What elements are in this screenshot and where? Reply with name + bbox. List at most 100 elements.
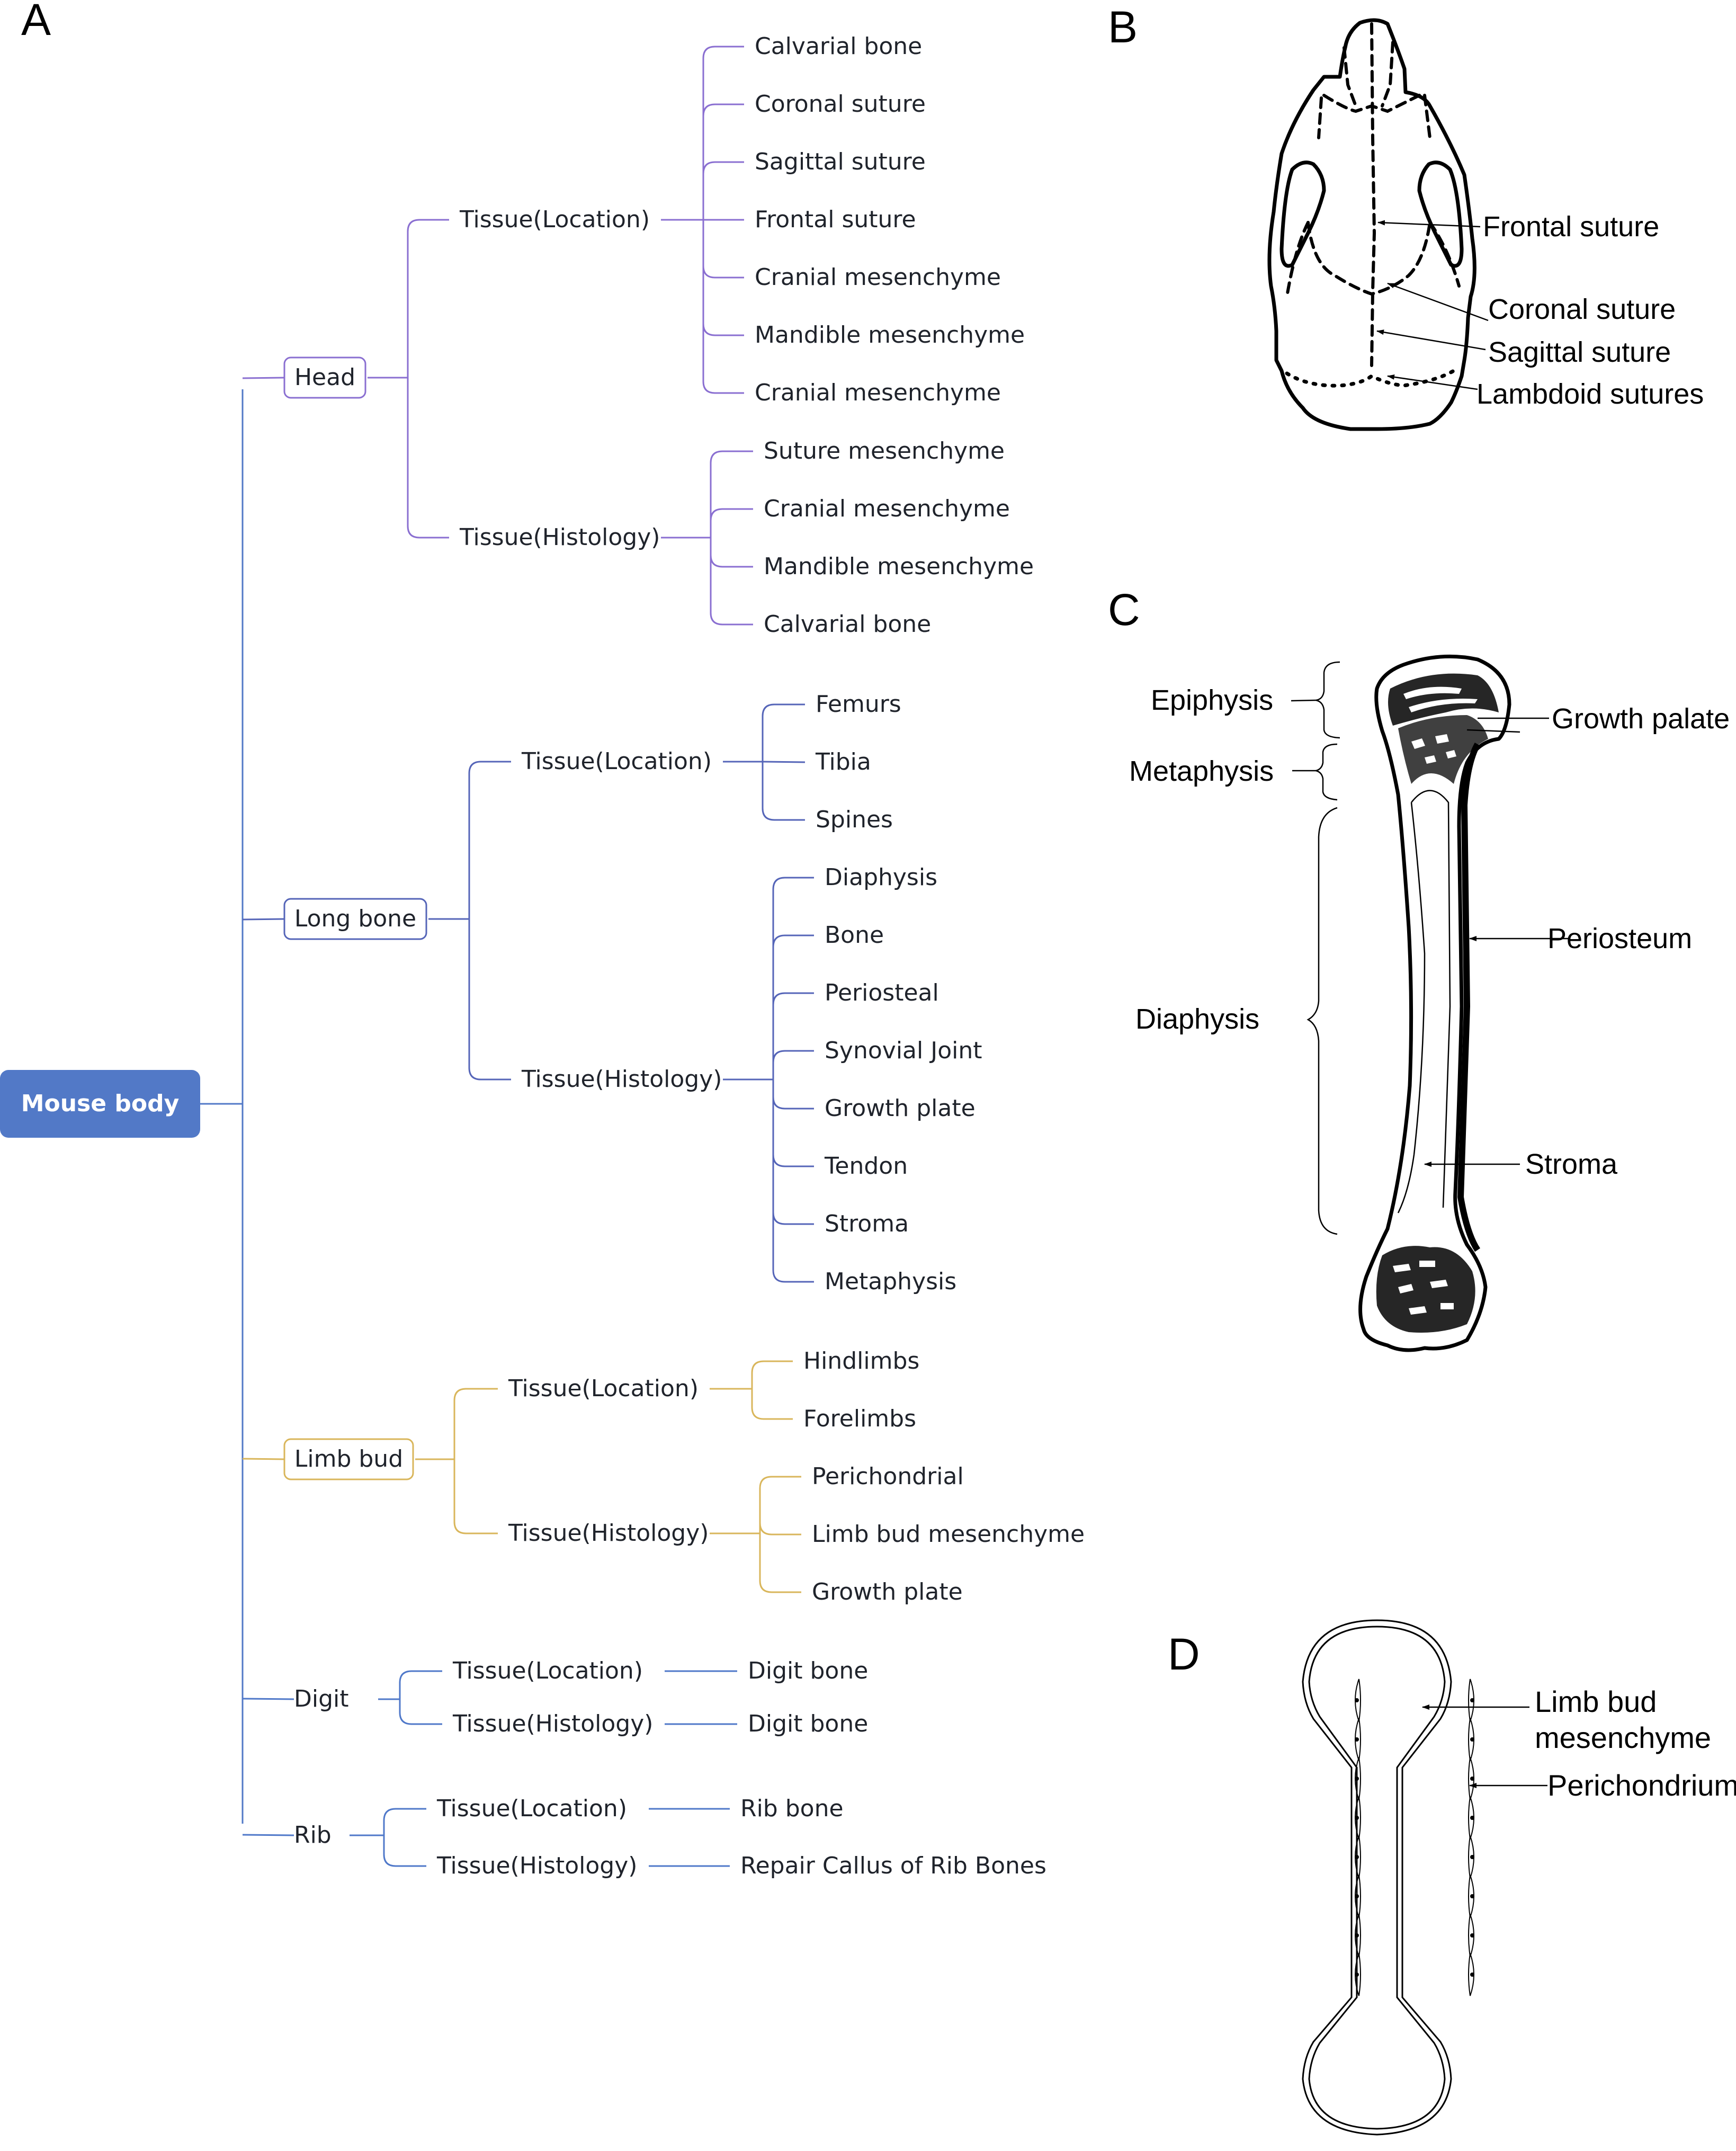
leaf-item[interactable]: Suture mesenchyme <box>764 438 1005 465</box>
branch-box <box>283 356 366 399</box>
group-label: Tissue(Histology) <box>436 1852 637 1879</box>
branch-label: Digit <box>294 1685 349 1712</box>
label-frontal-suture: Frontal suture <box>1483 211 1659 243</box>
leaf-item[interactable]: Bone <box>825 922 884 949</box>
leaf-item[interactable]: Mandible mesenchyme <box>764 553 1034 580</box>
root-node[interactable]: Mouse body <box>0 1070 200 1138</box>
leaf-item[interactable]: Metaphysis <box>825 1268 956 1295</box>
leaf-item[interactable]: Limb bud mesenchyme <box>812 1521 1085 1548</box>
branch-limb-bud[interactable]: Limb budTissue(Location)HindlimbsForelim… <box>242 1347 1085 1605</box>
leaf-item[interactable]: Calvarial bone <box>764 611 931 638</box>
frontal-suture-line <box>1370 22 1376 367</box>
leaf-item[interactable]: Tendon <box>824 1153 908 1180</box>
leaf-item[interactable]: Tibia <box>815 748 871 775</box>
leaf-item[interactable]: Repair Callus of Rib Bones <box>740 1852 1046 1879</box>
label-perichondrium: Perichondrium <box>1547 1769 1736 1802</box>
leaf-item[interactable]: Coronal suture <box>755 91 926 118</box>
leaf-item[interactable]: Growth plate <box>825 1095 976 1122</box>
connector <box>468 761 511 919</box>
connector <box>751 1360 793 1389</box>
branch-label: Long bone <box>294 905 416 932</box>
label-metaphysis: Metaphysis <box>1129 755 1274 787</box>
label-coronal-suture: Coronal suture <box>1488 293 1676 325</box>
cell-nucleus <box>1470 1777 1474 1781</box>
cell-nucleus <box>1355 1933 1359 1938</box>
branch-long-bone[interactable]: Long boneTissue(Location)FemursTibiaSpin… <box>242 691 982 1295</box>
group-label: Tissue(Location) <box>436 1795 627 1822</box>
brace-metaphysis <box>1313 743 1338 801</box>
skull-outline <box>1267 18 1477 431</box>
epiphysis-texture <box>1388 673 1499 784</box>
cell-nucleus <box>1355 1894 1359 1898</box>
cell-nucleus <box>1355 1777 1359 1781</box>
label-stroma: Stroma <box>1525 1148 1618 1180</box>
leaf-item[interactable]: Cranial mesenchyme <box>764 495 1010 522</box>
group-histology[interactable]: Tissue(Histology) Repair Callus of Rib Bo… <box>383 1835 1046 1879</box>
connector <box>399 1699 442 1725</box>
root-node-box <box>0 1070 200 1138</box>
leaf-item[interactable]: Cranial mesenchyme <box>755 264 1001 291</box>
perichondrium-cells-left <box>1355 1679 1361 1996</box>
group-location[interactable]: Tissue(Location)Digit bone <box>399 1657 868 1699</box>
group-histology[interactable]: Tissue(Histology) DiaphysisBonePeriosteal… <box>468 864 982 1295</box>
leaf-item[interactable]: Hindlimbs <box>803 1347 919 1375</box>
leaf-item[interactable]: Cranial mesenchyme <box>755 379 1001 406</box>
mind-map: Mouse bodyHeadTissue(Location)Calvarial … <box>0 33 1085 1879</box>
leaf-item[interactable]: Frontal suture <box>755 206 916 233</box>
leaf-item[interactable]: Spines <box>816 806 893 833</box>
perichondrial-cell <box>1355 1953 1361 1996</box>
label-lambdoid-sutures: Lambdoid sutures <box>1477 378 1704 410</box>
leaf-item[interactable]: Growth plate <box>812 1578 963 1605</box>
branch-box <box>283 1438 414 1480</box>
group-label: Tissue(Histology) <box>459 524 660 551</box>
label-diaphysis: Diaphysis <box>1135 1003 1259 1035</box>
group-location[interactable]: Tissue(Location) Rib bone <box>383 1795 844 1835</box>
group-histology[interactable]: Tissue(Histology)Suture mesenchymeCrania… <box>407 378 1034 638</box>
leaf-item[interactable]: Sagittal suture <box>755 148 926 175</box>
leaf-item[interactable]: Mandible mesenchyme <box>755 322 1025 349</box>
connector <box>751 1389 793 1420</box>
connector <box>702 46 744 220</box>
connector <box>399 1670 442 1699</box>
leaf-item[interactable]: Periosteal <box>825 979 939 1006</box>
label-growth-plate: Growth palate <box>1552 703 1730 735</box>
group-label: Tissue(Location) <box>459 206 650 233</box>
group-label: Tissue(Location) <box>508 1375 699 1402</box>
leaf-item[interactable]: Digit bone <box>748 1710 868 1737</box>
leaf-item[interactable]: Synovial Joint <box>825 1037 982 1064</box>
connector <box>759 1476 801 1533</box>
leaf-item[interactable]: Forelimbs <box>803 1405 916 1432</box>
leaf-item[interactable]: Rib bone <box>740 1795 844 1822</box>
leaf-item[interactable]: Digit bone <box>748 1657 868 1684</box>
panel-label-a: A <box>21 0 51 44</box>
connector <box>453 1388 498 1459</box>
skull-diagram: Frontal suture Coronal suture Sagittal s… <box>1267 18 1704 431</box>
label-sagittal-suture: Sagittal suture <box>1488 336 1671 368</box>
group-histology[interactable]: Tissue(Histology) Digit bone <box>399 1699 868 1737</box>
connector <box>453 1459 498 1534</box>
skull-orbit-right <box>1417 160 1464 268</box>
leaf-item[interactable]: Femurs <box>816 691 901 718</box>
connector <box>710 538 753 568</box>
connector <box>772 1079 814 1225</box>
connector <box>772 934 814 1079</box>
cell-nucleus <box>1355 1816 1359 1820</box>
connector <box>759 1533 801 1593</box>
group-label: Tissue(Histology) <box>452 1710 653 1737</box>
group-label: Tissue(Histology) <box>521 1066 722 1093</box>
leaf-item[interactable]: Perichondrial <box>812 1463 964 1490</box>
cell-nucleus <box>1470 1816 1474 1820</box>
leaf-item[interactable]: Stroma <box>825 1210 909 1237</box>
connector <box>242 918 285 921</box>
cell-nucleus <box>1470 1933 1474 1938</box>
leaf-item[interactable]: Diaphysis <box>825 864 937 891</box>
distal-epiphysis-texture <box>1376 1246 1475 1333</box>
leaf-item[interactable]: Calvarial bone <box>755 33 922 60</box>
